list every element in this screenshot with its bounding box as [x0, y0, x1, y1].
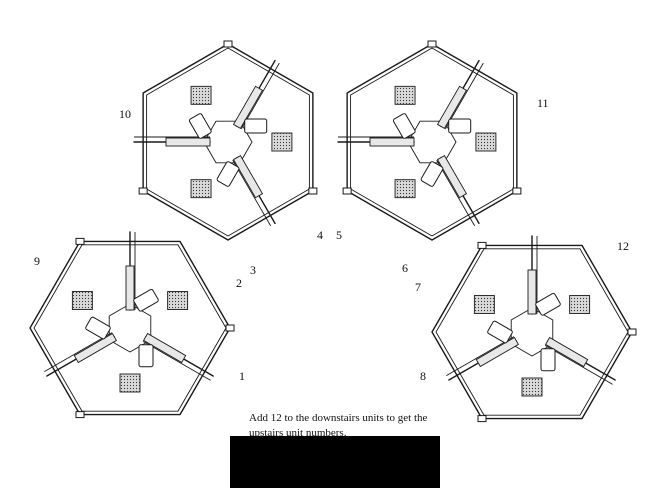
building-lower-right-meter-3: [477, 415, 487, 423]
building-upper-right-rug-texture-1: [395, 179, 416, 198]
unit-label-6: 6: [402, 261, 408, 275]
building-upper-right-partition-1-b: [436, 159, 476, 227]
building-upper-left-tub-1: [216, 161, 240, 187]
building-lower-right-counter-3: [527, 269, 537, 315]
unit-label-2: 2: [236, 276, 242, 290]
building-upper-left-counter-2: [165, 137, 211, 147]
unit-label-7: 7: [415, 280, 421, 294]
building-lower-right-rug-texture-2: [474, 295, 495, 314]
building-lower-right-counter-1: [544, 336, 589, 368]
building-lower-left-rug-texture-1: [120, 374, 140, 392]
building-lower-right-meter-5: [477, 241, 487, 249]
building-upper-right-outer-wall: [346, 43, 518, 241]
unit-label-4: 4: [317, 228, 323, 242]
building-upper-left-partition-3-b: [240, 62, 280, 130]
building-lower-right-partition-2-b: [446, 336, 515, 377]
building-upper-right-counter-3: [436, 85, 468, 130]
building-lower-left-tub-1: [138, 344, 154, 368]
building-lower-left-tub-3: [133, 288, 159, 312]
building-lower-left-counter-3: [125, 265, 135, 311]
building-lower-left-meter-1: [225, 324, 235, 332]
building-upper-right-meter-3: [342, 187, 352, 195]
building-upper-right-meter-5: [427, 40, 437, 48]
building-upper-right: [337, 40, 522, 241]
building-lower-right-counter-2: [475, 336, 520, 368]
building-lower-left-rug-texture-2: [72, 291, 93, 310]
building-lower-left: [29, 231, 235, 419]
building-lower-left-meter-3: [75, 411, 85, 419]
building-lower-left-partition-2-b: [44, 332, 113, 373]
building-upper-left-meter-5: [223, 40, 233, 48]
building-upper-left-core: [203, 120, 253, 164]
building-upper-left-tub-3: [244, 118, 268, 134]
building-lower-left-meter-5: [75, 237, 85, 245]
building-lower-right: [431, 235, 637, 423]
building-upper-right-partition-3-b: [444, 62, 484, 130]
building-lower-right-tub-1: [540, 348, 556, 372]
building-lower-right-tub-2: [487, 320, 513, 344]
building-lower-left-tub-2: [85, 316, 111, 340]
building-upper-right-tub-3: [448, 118, 472, 134]
building-upper-left: [133, 40, 318, 241]
building-upper-right-rug-texture-3: [475, 133, 496, 151]
building-lower-left-counter-2: [73, 332, 118, 364]
building-upper-left-meter-1: [308, 187, 318, 195]
unit-label-11: 11: [537, 96, 549, 110]
building-upper-left-rug-texture-3: [271, 133, 292, 151]
building-lower-right-inner-wall: [435, 248, 629, 416]
unit-label-9: 9: [34, 254, 40, 268]
unit-label-12: 12: [617, 239, 629, 253]
building-upper-right-core: [407, 120, 457, 164]
building-upper-left-partition-1-b: [232, 159, 272, 227]
building-lower-left-outer-wall: [29, 240, 231, 416]
building-lower-right-outer-wall: [431, 244, 633, 420]
building-lower-left-rug-texture-3: [167, 291, 188, 310]
building-upper-left-rug-texture-1: [191, 179, 212, 198]
building-upper-left-outer-wall: [142, 43, 314, 241]
building-upper-left-counter-3: [232, 85, 264, 130]
redaction-box: [230, 436, 440, 488]
unit-label-3: 3: [250, 263, 256, 277]
building-upper-right-tub-2: [392, 113, 416, 139]
building-lower-left-partition-1-b: [142, 340, 211, 381]
building-lower-right-rug-texture-1: [522, 378, 542, 396]
unit-label-8: 8: [420, 369, 426, 383]
building-upper-right-counter-1: [436, 154, 468, 199]
building-lower-right-partition-1-b: [544, 344, 613, 385]
building-lower-right-tub-3: [535, 292, 561, 316]
unit-label-10: 10: [119, 107, 131, 121]
building-upper-left-meter-3: [138, 187, 148, 195]
building-upper-left-rug-texture-2: [191, 86, 212, 105]
building-upper-left-counter-1: [232, 154, 264, 199]
building-upper-right-meter-1: [512, 187, 522, 195]
building-upper-left-tub-2: [188, 113, 212, 139]
unit-label-1: 1: [239, 369, 245, 383]
building-lower-right-core: [510, 307, 554, 357]
unit-label-5: 5: [336, 228, 342, 242]
building-upper-right-inner-wall: [350, 47, 514, 237]
building-lower-right-rug-texture-3: [569, 295, 590, 314]
building-upper-right-tub-1: [420, 161, 444, 187]
note-text: Add 12 to the downstairs units to get th…: [249, 412, 428, 439]
building-upper-right-rug-texture-2: [395, 86, 416, 105]
building-upper-left-inner-wall: [146, 47, 310, 237]
building-lower-left-core: [108, 303, 152, 353]
building-lower-left-inner-wall: [33, 244, 227, 412]
building-lower-left-counter-1: [142, 332, 187, 364]
building-lower-right-meter-1: [627, 328, 637, 336]
building-upper-right-counter-2: [369, 137, 415, 147]
